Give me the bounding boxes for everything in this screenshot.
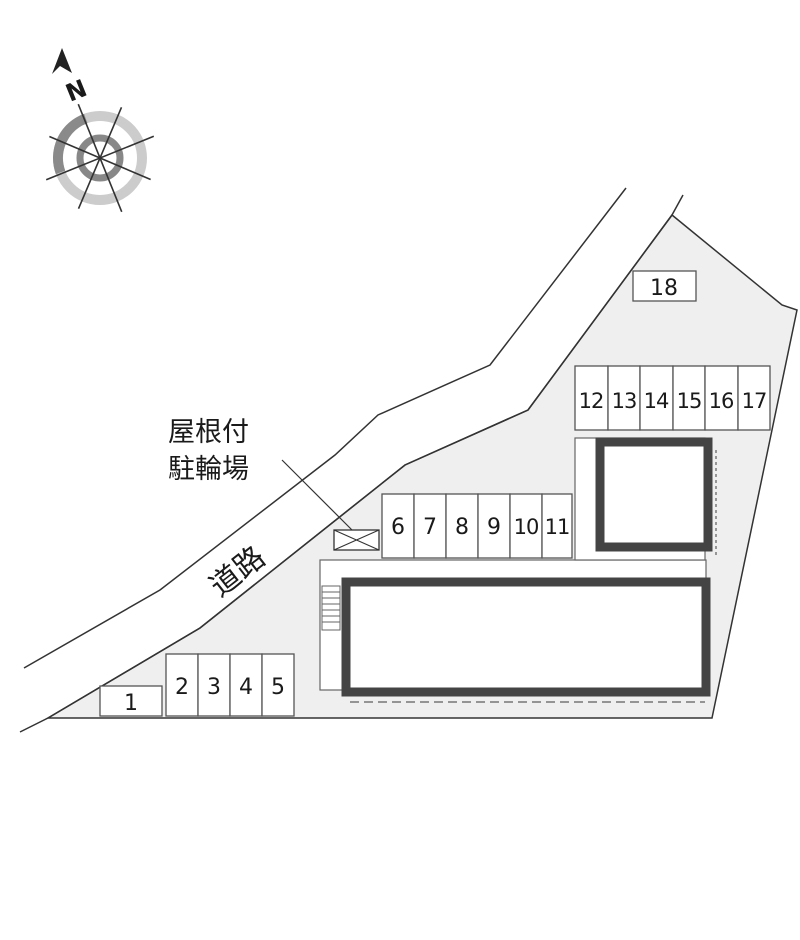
parking-space-18 <box>632 270 697 302</box>
road-edge-upper <box>23 187 627 669</box>
parking-space-label: 6 <box>391 515 405 540</box>
main-building <box>341 577 711 697</box>
parking-space-label: 16 <box>709 389 734 413</box>
parking-space-9 <box>477 493 511 559</box>
parking-space-6 <box>381 493 415 559</box>
parking-space-label: 5 <box>271 675 285 700</box>
parking-space-10 <box>509 493 543 559</box>
parking-space-label: 8 <box>455 515 469 540</box>
road-edge-end <box>671 194 684 216</box>
parking-space-17 <box>737 365 771 431</box>
parking-space-label: 15 <box>677 389 702 413</box>
parking-space-label: 4 <box>239 675 253 700</box>
parking-space-14 <box>639 365 674 431</box>
parking-space-13 <box>607 365 641 431</box>
upper-building <box>595 437 713 552</box>
bike-parking-leader <box>281 459 353 531</box>
parking-space-label: 1 <box>124 691 138 716</box>
parking-space-label: 12 <box>579 389 604 413</box>
parking-space-1 <box>99 685 163 717</box>
parking-space-2 <box>165 653 199 717</box>
parking-space-label: 17 <box>742 389 767 413</box>
compass-north-label: N <box>62 74 91 107</box>
parking-space-4 <box>229 653 263 717</box>
parking-space-11 <box>541 493 573 559</box>
bike-parking-label-line2: 駐輪場 <box>168 454 249 485</box>
parking-space-label: 14 <box>644 389 669 413</box>
compass-icon <box>45 48 155 213</box>
parking-space-16 <box>704 365 739 431</box>
parking-space-label: 11 <box>545 515 570 539</box>
parking-space-label: 7 <box>423 515 437 540</box>
parking-space-5 <box>261 653 295 717</box>
parking-space-label: 18 <box>650 276 678 301</box>
bike-parking-label-line1: 屋根付 <box>168 417 249 448</box>
parking-space-label: 10 <box>514 515 539 539</box>
parking-space-15 <box>672 365 706 431</box>
bike-parking-marker <box>333 529 380 551</box>
parking-space-label: 3 <box>207 675 221 700</box>
parking-space-12 <box>574 365 609 431</box>
road-edge-lower <box>19 214 673 733</box>
parking-space-label: 9 <box>487 515 501 540</box>
stairs <box>321 585 341 631</box>
parking-space-7 <box>413 493 447 559</box>
parking-space-3 <box>197 653 231 717</box>
parking-space-label: 13 <box>612 389 637 413</box>
parking-space-label: 2 <box>175 675 189 700</box>
